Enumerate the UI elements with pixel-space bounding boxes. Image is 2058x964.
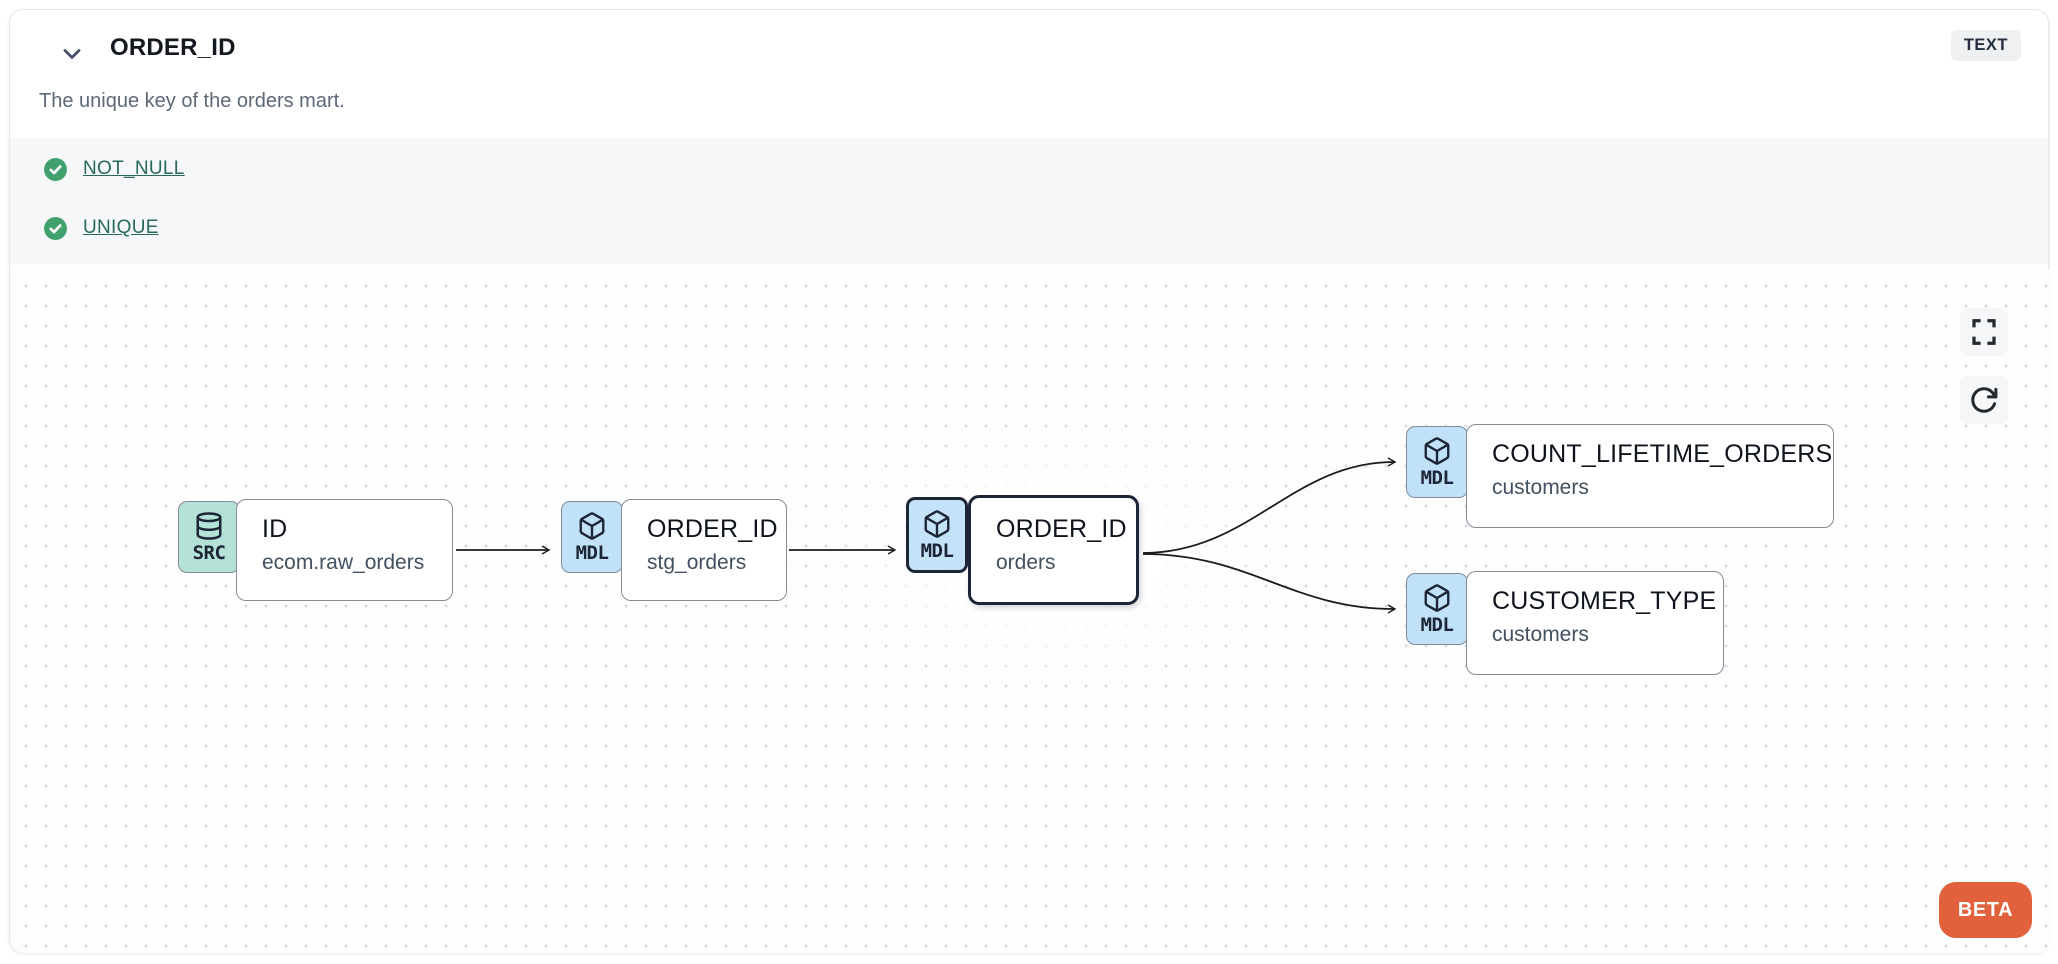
test-row: UNIQUE [43,215,159,241]
refresh-icon [1969,385,1999,415]
node-card[interactable]: COUNT_LIFETIME_ORDERS customers [1466,424,1834,528]
node-type-badge: SRC [178,501,240,573]
node-title: CUSTOMER_TYPE [1492,587,1717,615]
collapse-chevron-icon[interactable] [58,36,94,72]
node-type-badge: MDL [561,501,623,573]
test-link-not-null[interactable]: NOT_NULL [83,158,185,179]
column-header: ORDER_ID TEXT The unique key of the orde… [10,10,2048,138]
lineage-edges [456,457,1397,614]
node-card[interactable]: ORDER_ID stg_orders [621,499,787,601]
refresh-layout-button[interactable] [1960,376,2008,424]
column-details-panel: ORDER_ID TEXT The unique key of the orde… [9,9,2050,953]
node-subtitle: orders [996,551,1056,574]
fullscreen-icon [1969,317,1999,347]
column-type-badge: TEXT [1950,30,2021,61]
lineage-canvas[interactable]: SRC ID ecom.raw_orders MDL ORDER_ID stg_… [10,270,2050,953]
check-circle-icon [43,157,68,182]
test-link-unique[interactable]: UNIQUE [83,217,159,238]
node-type-badge: MDL [906,497,968,573]
test-row: NOT_NULL [43,156,185,182]
beta-badge: BETA [1939,882,2032,938]
database-icon [194,511,224,541]
model-cube-icon [1422,583,1452,613]
node-subtitle: stg_orders [647,551,747,574]
node-subtitle: customers [1492,623,1589,646]
node-subtitle: customers [1492,476,1589,499]
node-badge-label: MDL [575,541,609,564]
node-badge-label: MDL [1420,466,1454,489]
node-type-badge: MDL [1406,573,1468,645]
node-card[interactable]: ID ecom.raw_orders [236,499,453,601]
node-type-badge: MDL [1406,426,1468,498]
node-badge-label: MDL [1420,613,1454,636]
fullscreen-button[interactable] [1960,308,2008,356]
check-circle-icon [43,216,68,241]
model-cube-icon [577,511,607,541]
model-cube-icon [1422,436,1452,466]
node-title: ID [262,515,288,543]
node-title: ORDER_ID [996,515,1127,543]
node-title: ORDER_ID [647,515,778,543]
tests-section: NOT_NULL UNIQUE [10,138,2048,264]
column-name: ORDER_ID [110,34,236,61]
column-description: The unique key of the orders mart. [39,90,345,112]
node-card[interactable]: CUSTOMER_TYPE customers [1466,571,1724,675]
node-subtitle: ecom.raw_orders [262,551,425,574]
model-cube-icon [922,509,952,539]
node-card[interactable]: ORDER_ID orders [968,495,1139,605]
node-badge-label: MDL [920,539,954,562]
node-badge-label: SRC [192,541,226,564]
node-title: COUNT_LIFETIME_ORDERS [1492,440,1833,468]
